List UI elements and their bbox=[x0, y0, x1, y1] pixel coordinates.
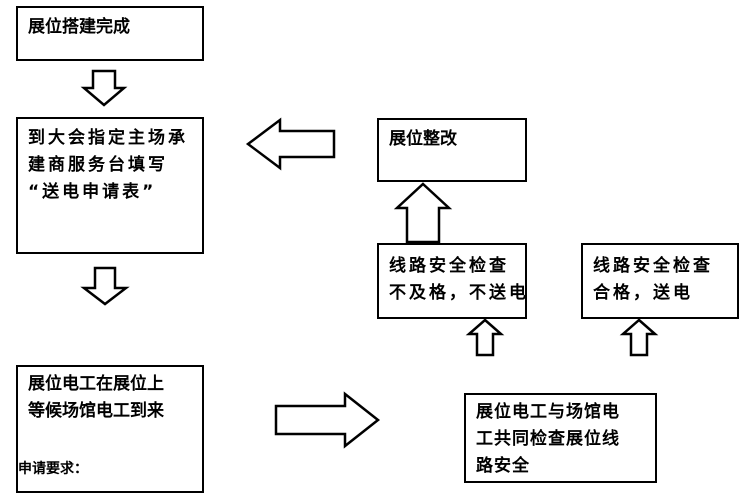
submit-form-line-1: 到大会指定主场承 bbox=[28, 128, 188, 148]
joint-inspection-line-1: 展位电工与场馆电 bbox=[476, 402, 620, 422]
down-arrow-2 bbox=[80, 266, 130, 306]
check-passed-line-2: 合格，送电 bbox=[593, 283, 693, 303]
check-failed-box: 线路安全检查 不及格，不送电 bbox=[377, 243, 527, 319]
submit-form-line-3: “送电申请表” bbox=[28, 182, 157, 202]
check-passed-box: 线路安全检查 合格，送电 bbox=[581, 243, 739, 319]
right-arrow bbox=[274, 391, 381, 449]
joint-inspection-line-3: 路安全 bbox=[476, 456, 530, 476]
booth-construction-complete-box: 展位搭建完成 bbox=[16, 6, 204, 61]
wait-line-2: 等候场馆电工到来 bbox=[28, 401, 164, 421]
application-requirements-label: 申请要求： bbox=[18, 461, 88, 477]
left-arrow bbox=[245, 117, 336, 171]
up-arrow-to-pass-check bbox=[619, 318, 659, 357]
booth-rectification-box: 展位整改 bbox=[377, 118, 527, 182]
up-arrow-to-rectify bbox=[393, 182, 453, 244]
check-failed-line-1: 线路安全检查 bbox=[389, 256, 509, 276]
joint-inspection-box: 展位电工与场馆电 工共同检查展位线 路安全 bbox=[464, 393, 657, 483]
wait-for-venue-electrician-box: 展位电工在展位上 等候场馆电工到来 bbox=[16, 365, 204, 493]
joint-inspection-line-2: 工共同检查展位线 bbox=[476, 429, 620, 449]
submit-power-application-box: 到大会指定主场承 建商服务台填写 “送电申请表” bbox=[16, 117, 204, 254]
booth-rectification-text: 展位整改 bbox=[389, 129, 457, 149]
check-failed-line-2: 不及格，不送电 bbox=[389, 283, 529, 303]
check-passed-line-1: 线路安全检查 bbox=[593, 256, 713, 276]
up-arrow-to-fail-check bbox=[465, 318, 505, 357]
booth-construction-complete-text: 展位搭建完成 bbox=[28, 17, 130, 37]
wait-line-1: 展位电工在展位上 bbox=[28, 374, 164, 394]
submit-form-line-2: 建商服务台填写 bbox=[28, 155, 168, 175]
down-arrow-1 bbox=[80, 69, 128, 107]
